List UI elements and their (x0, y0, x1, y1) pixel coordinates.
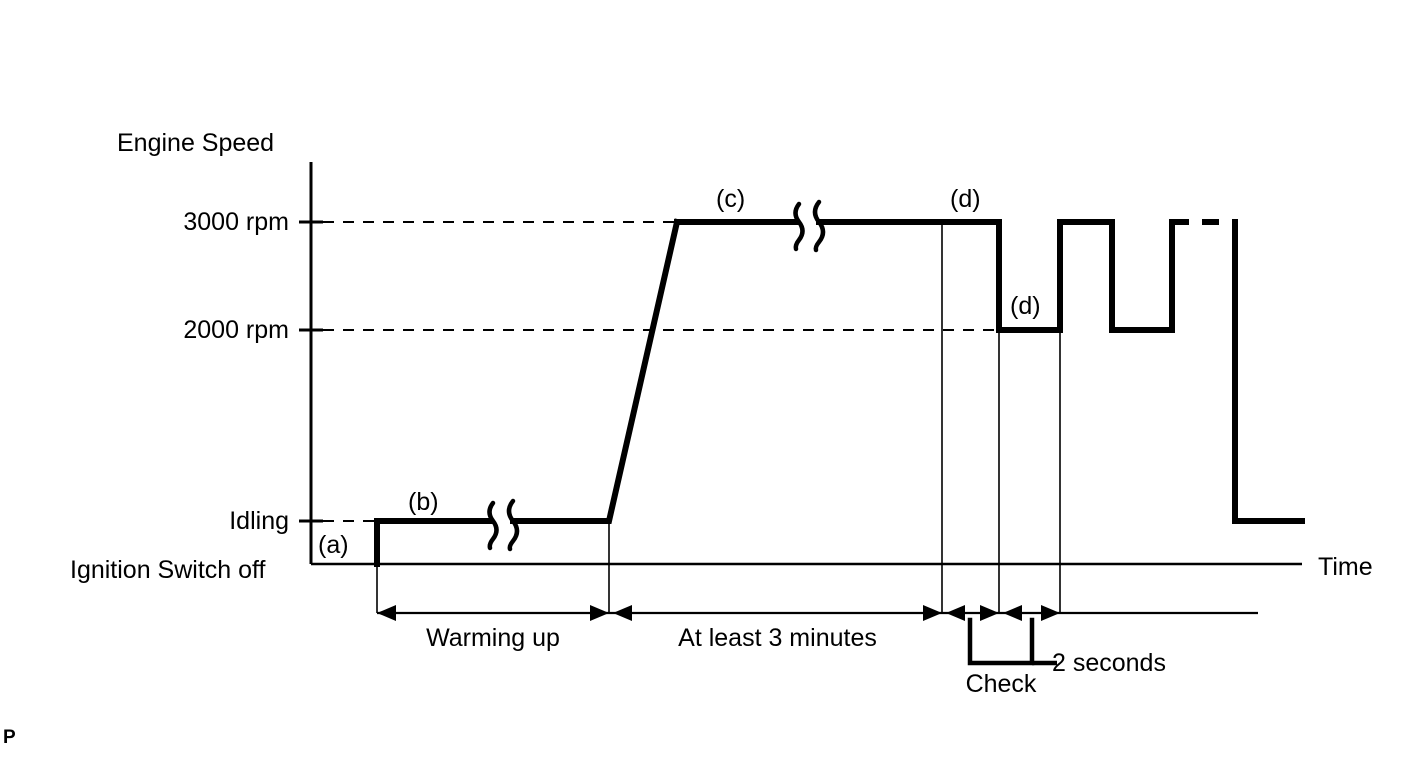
arrowhead-seg2-left (1003, 605, 1022, 621)
y-tick-label-2000rpm: 2000 rpm (183, 316, 289, 344)
page-marker: P (3, 727, 16, 748)
break-symbol-high-speed (793, 199, 826, 253)
waveform-final-drop (1232, 219, 1305, 524)
arrowhead-seg2-right (1041, 605, 1060, 621)
y-axis-title: Engine Speed (117, 129, 275, 157)
waveform-3000-plateau-2 (816, 219, 1175, 333)
arrowhead-seg1-left (946, 605, 965, 621)
x-axis-label-time: Time (1318, 553, 1373, 581)
phase-label-warming-up: Warming up (426, 624, 560, 652)
arrowhead-3min-left (613, 605, 632, 621)
callout-d-bottom: (d) (1010, 292, 1041, 320)
baseline-label-ignition-switch-off: Ignition Switch off (70, 556, 266, 584)
callout-c: (c) (716, 185, 746, 213)
callout-b: (b) (408, 488, 439, 516)
callout-a: (a) (318, 531, 349, 559)
arrowhead-warmup-right (590, 605, 609, 621)
y-tick-label-3000rpm: 3000 rpm (183, 208, 289, 236)
arrowhead-3min-right (923, 605, 942, 621)
arrowhead-warmup-left (377, 605, 396, 621)
waveform-idling-segment-1 (374, 518, 493, 567)
interval-label-check: Check (965, 670, 1037, 698)
check-bracket (967, 617, 1035, 666)
y-tick-label-idling: Idling (229, 507, 289, 535)
interval-label-2-seconds: 2 seconds (1052, 649, 1166, 677)
callout-d-top: (d) (950, 185, 981, 213)
phase-label-at-least-3-minutes: At least 3 minutes (678, 624, 877, 652)
break-symbol-idling (487, 498, 520, 552)
arrowhead-seg1-right (980, 605, 999, 621)
waveform-idling-segment-2 (510, 218, 681, 524)
